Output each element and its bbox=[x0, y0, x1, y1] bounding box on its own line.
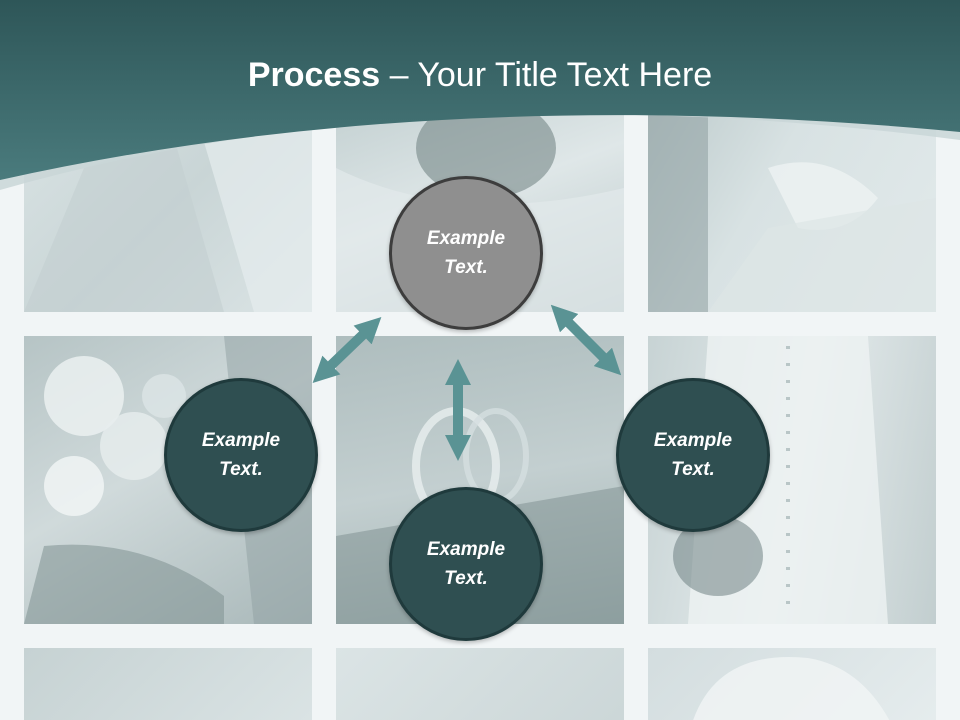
photo-tile-bottom-center bbox=[336, 648, 624, 720]
photo-tile-bottom-left bbox=[24, 648, 312, 720]
process-node-left: Example Text. bbox=[164, 378, 318, 532]
process-node-bottom: Example Text. bbox=[389, 487, 543, 641]
node-top-label: Example Text. bbox=[426, 228, 506, 278]
process-node-top: Example Text. bbox=[389, 176, 543, 330]
photo-tile-bottom-right bbox=[648, 648, 936, 720]
node-bottom-label: Example Text. bbox=[426, 539, 506, 589]
process-node-right: Example Text. bbox=[616, 378, 770, 532]
node-left-label: Example Text. bbox=[201, 430, 281, 480]
node-right-label: Example Text. bbox=[653, 430, 733, 480]
header-band bbox=[0, 0, 960, 190]
title-rest-part: – Your Title Text Here bbox=[380, 56, 713, 94]
slide-title: Process – Your Title Text Here bbox=[0, 52, 960, 98]
photo-tile-hands bbox=[648, 108, 936, 312]
title-bold-part: Process bbox=[247, 56, 381, 94]
